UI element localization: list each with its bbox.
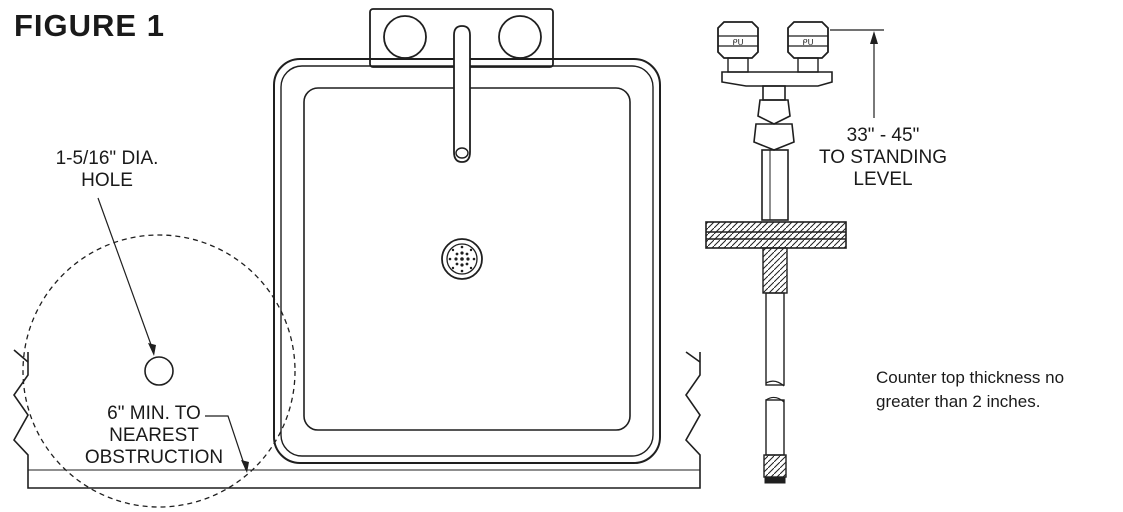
clearance-circle xyxy=(22,234,296,508)
height-label-line-3: LEVEL xyxy=(853,169,913,190)
hole-diameter-label: 1-5/16" DIA. HOLE xyxy=(22,148,192,192)
standing-height-label: 33" - 45" TO STANDING LEVEL xyxy=(788,125,978,191)
countertop-note: Counter top thickness no greater than 2 … xyxy=(876,366,1064,414)
spout xyxy=(453,25,471,163)
right-handle: ᑭᑌ xyxy=(787,21,829,73)
left-handle: ᑭᑌ xyxy=(717,21,759,73)
leader-lines xyxy=(97,197,249,473)
height-label-line-2: TO STANDING xyxy=(818,147,948,168)
clearance-label: 6" MIN. TO NEAREST OBSTRUCTION xyxy=(66,403,242,469)
height-dimension xyxy=(830,29,884,118)
clearance-label-line-3: OBSTRUCTION xyxy=(84,447,224,468)
clearance-label-line-1: 6" MIN. TO xyxy=(107,403,201,424)
clearance-label-line-2: NEAREST xyxy=(109,425,199,446)
svg-text:ᑭᑌ: ᑭᑌ xyxy=(803,38,814,47)
note-line-1: Counter top thickness no xyxy=(876,368,1065,387)
faucet-side-view: ᑭᑌ ᑭᑌ xyxy=(705,21,847,484)
counter-top xyxy=(13,349,701,489)
hole-label-line-2: HOLE xyxy=(81,170,133,191)
drain xyxy=(441,238,483,280)
hole-label-line-1: 1-5/16" DIA. xyxy=(55,148,159,169)
note-line-2: greater than 2 inches. xyxy=(876,392,1041,411)
mounting-hole xyxy=(144,356,174,386)
figure-title: FIGURE 1 xyxy=(14,8,165,43)
svg-text:ᑭᑌ: ᑭᑌ xyxy=(733,38,744,47)
height-label-line-1: 33" - 45" xyxy=(846,125,920,146)
